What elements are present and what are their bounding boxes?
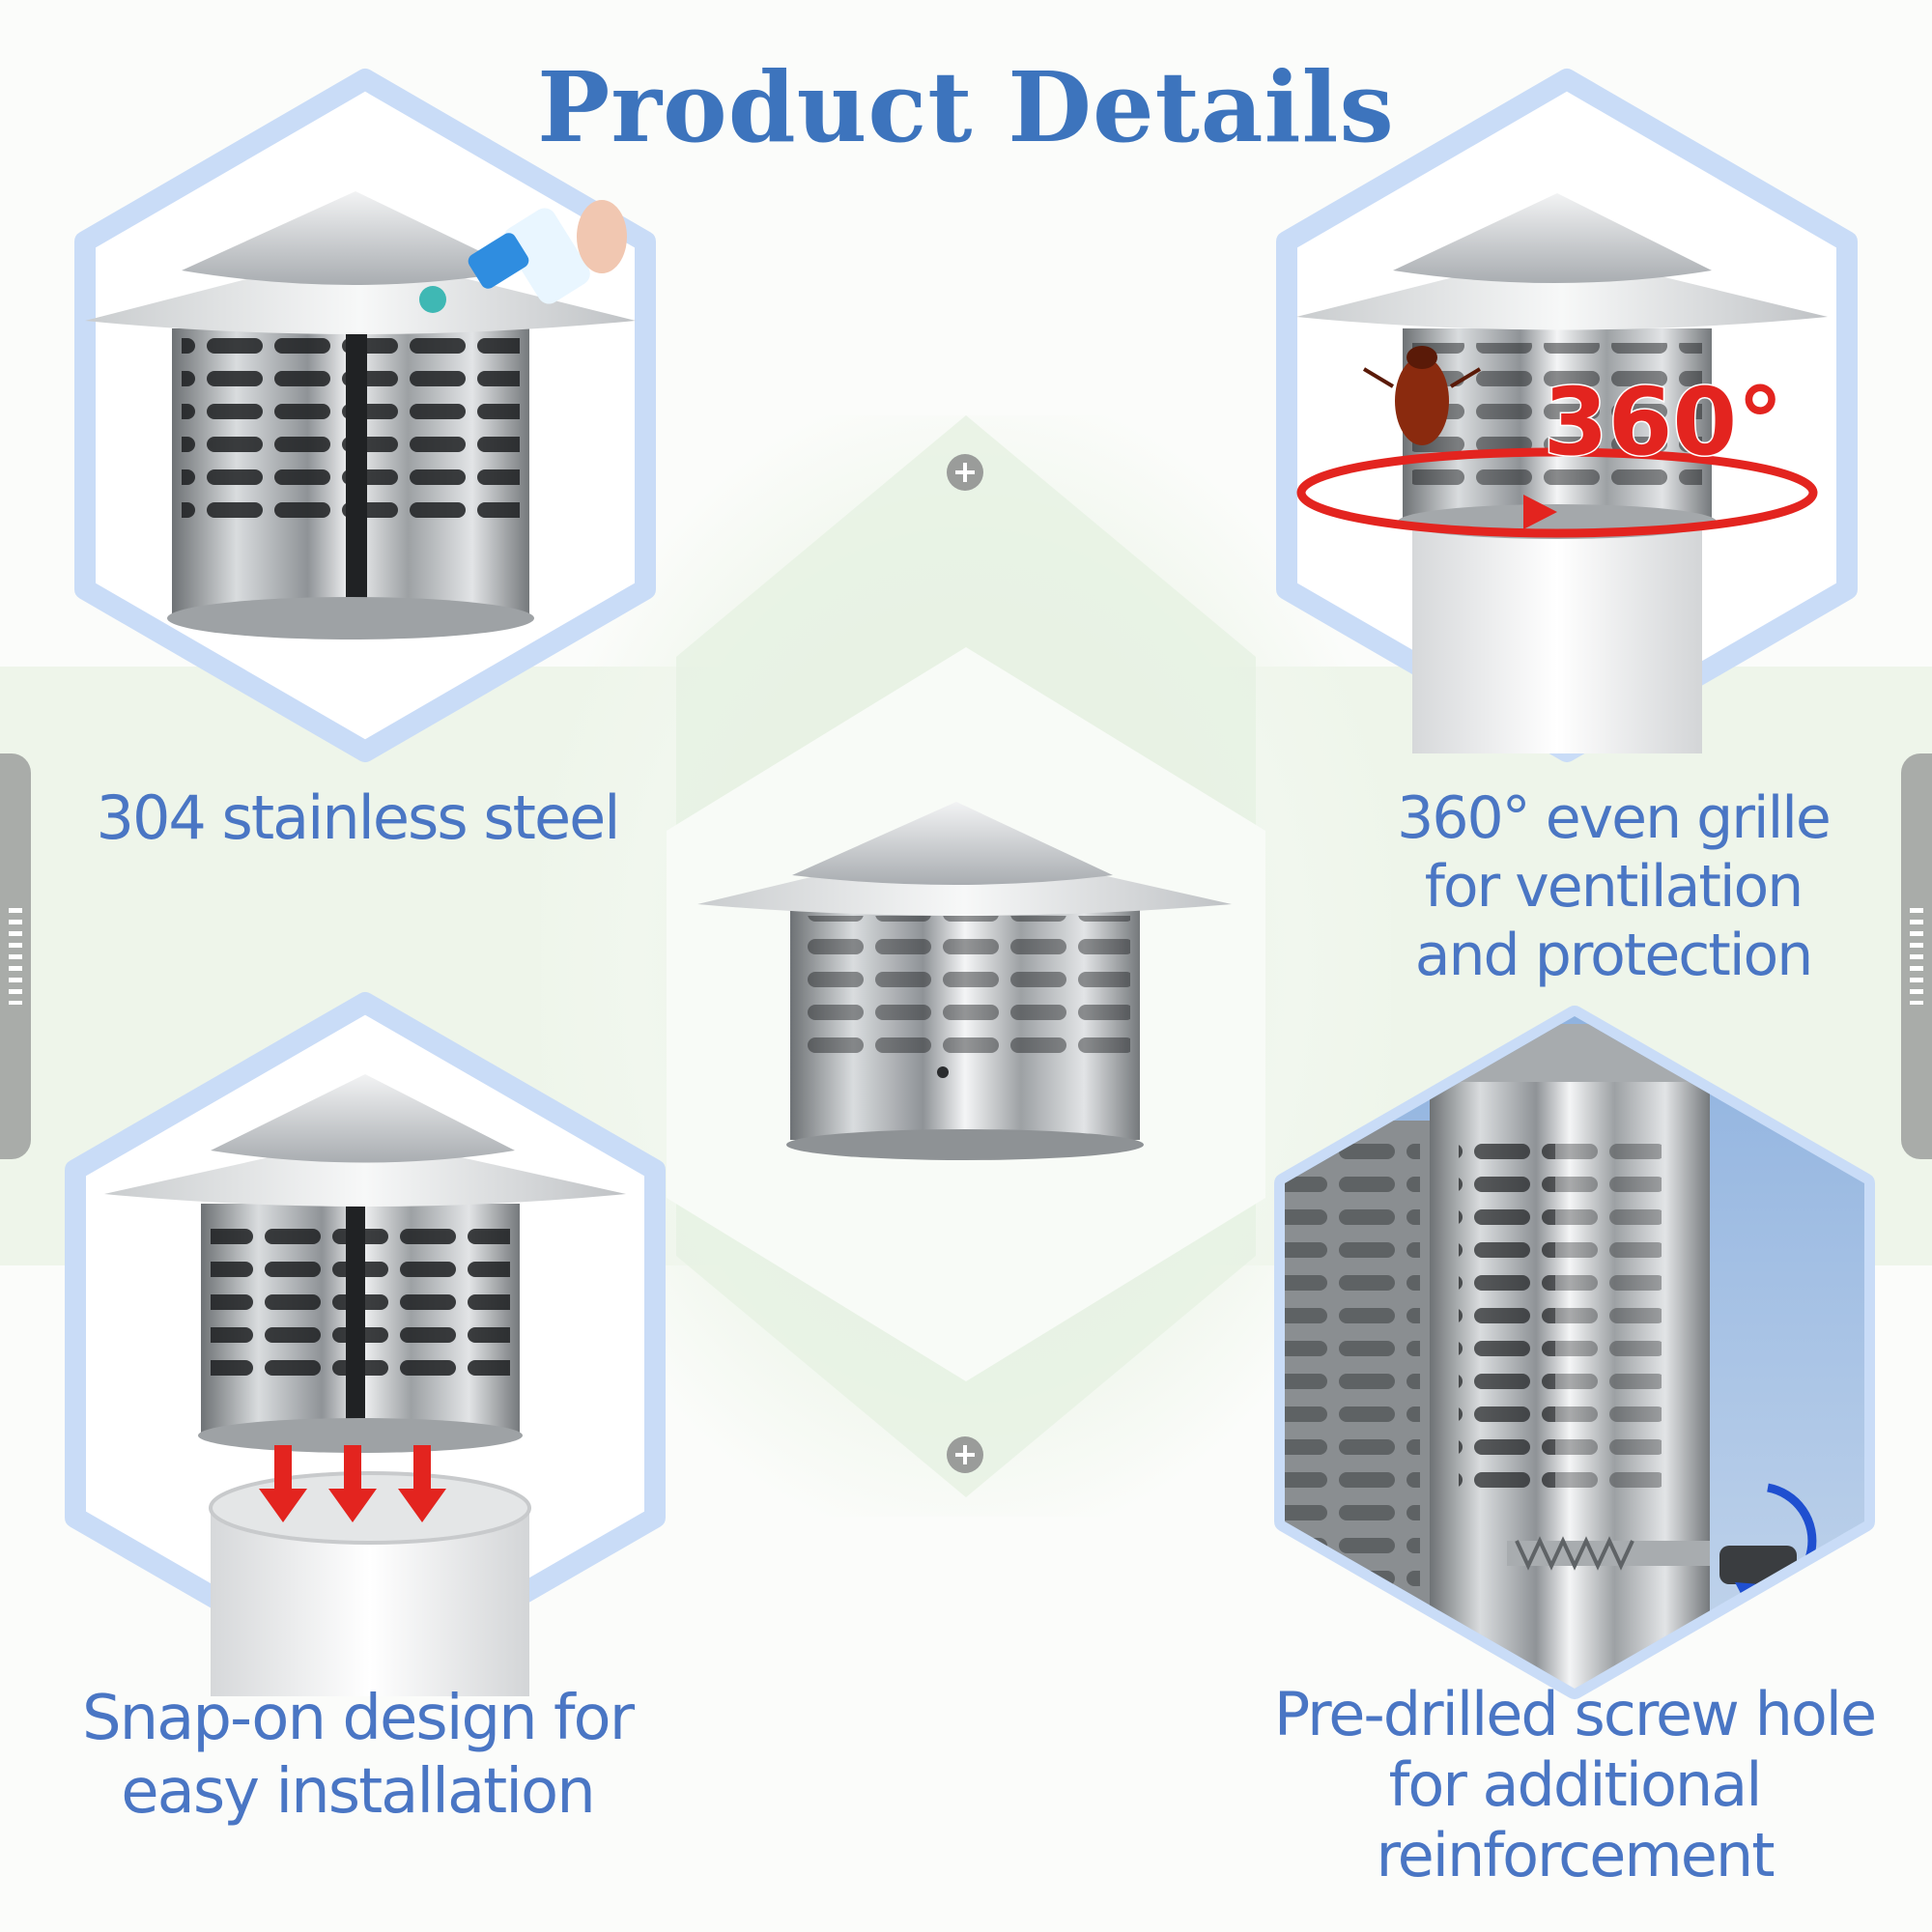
hex-frame-snap-on [65,992,666,1696]
screw-image [1507,1536,1710,1571]
chimney-cap-image [104,1074,626,1453]
closeup-screw-image [1285,1016,1864,1689]
hex-frame-360-grille: 360° [1276,69,1858,762]
caption-stainless-steel: 304 stainless steel [96,782,621,853]
chimney-cap-on-pipe-image [1296,193,1828,753]
badge-360-degrees: 360° [1544,368,1783,476]
chimney-cap-main-image [697,802,1232,1160]
down-arrow-icon [259,1445,307,1522]
cockroach-icon [1362,346,1482,445]
hex-frame-stainless-steel [74,69,656,762]
hex-frame-screw-hole [1274,1006,1875,1699]
chimney-cap-image [85,191,636,639]
caption-line: for ventilation [1424,852,1804,921]
left-side-tab[interactable] [0,753,31,1159]
white-pipe-image [209,1471,531,1696]
caption-line: 360° even grille [1397,784,1832,852]
caption-screw-hole: Pre-drilled screw hole for additional re… [1265,1679,1884,1890]
caption-line: Snap-on design for [81,1683,635,1754]
rotation-arrow-icon [1296,447,1818,538]
caption-snap-on: Snap-on design for easy installation [58,1683,657,1829]
hex-frame-center-product [667,415,1265,1497]
down-arrow-icon [328,1445,377,1522]
caption-360-grille: 360° even grille for ventilation and pro… [1314,784,1913,989]
tab-grip-icon [1910,908,1923,1005]
caption-line: easy installation [121,1755,596,1828]
caption-line: Pre-drilled screw hole [1273,1679,1877,1749]
page-title: Product Details [537,50,1395,164]
plus-screw-icon [947,454,983,491]
right-side-tab[interactable] [1901,753,1932,1159]
caption-line: for additional [1388,1749,1763,1821]
caption-line: and protection [1414,921,1813,989]
down-arrow-icon [398,1445,446,1522]
tab-grip-icon [9,908,22,1005]
plus-screw-icon [947,1436,983,1473]
caption-line: reinforcement [1376,1820,1775,1891]
oil-bottle-image [468,200,627,304]
